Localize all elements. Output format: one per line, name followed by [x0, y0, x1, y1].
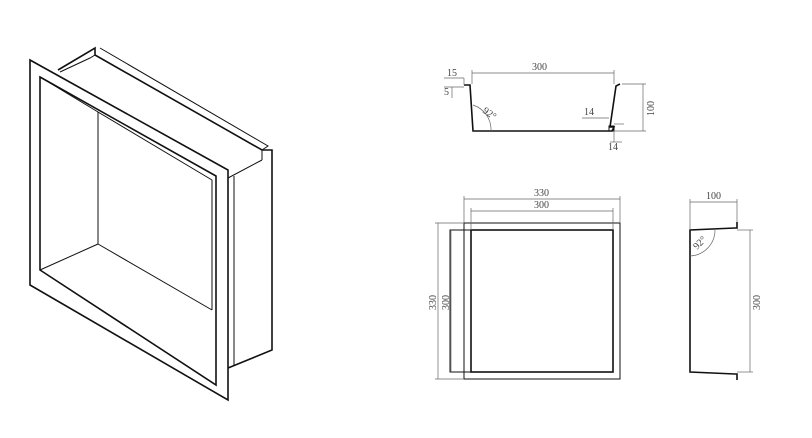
dim-top-depth: 100: [646, 101, 657, 116]
dim-flange-width: 15: [447, 68, 457, 79]
dim-outer-height: 330: [428, 295, 439, 310]
dim-top-width: 300: [532, 62, 547, 73]
dim-lip-a: 14: [584, 107, 594, 118]
isometric-view: [29, 46, 273, 402]
dim-side-height: 300: [752, 295, 763, 310]
front-frame-outer: [29, 58, 229, 402]
dim-lip-b: 14: [608, 142, 618, 153]
dim-inner-width: 300: [534, 200, 549, 211]
dim-side-depth: 100: [706, 191, 721, 202]
top-view: 300 100 15 5 14 14 92°: [444, 62, 657, 153]
dim-flange-height: 5: [444, 87, 449, 98]
side-view: 100 300 92°: [689, 191, 763, 380]
dim-inner-height: 300: [441, 295, 452, 310]
top-angle: 92°: [480, 105, 498, 122]
front-frame-inner: [39, 75, 217, 387]
front-view: 330 300 330 300: [428, 188, 621, 380]
dim-outer-width: 330: [534, 188, 549, 199]
